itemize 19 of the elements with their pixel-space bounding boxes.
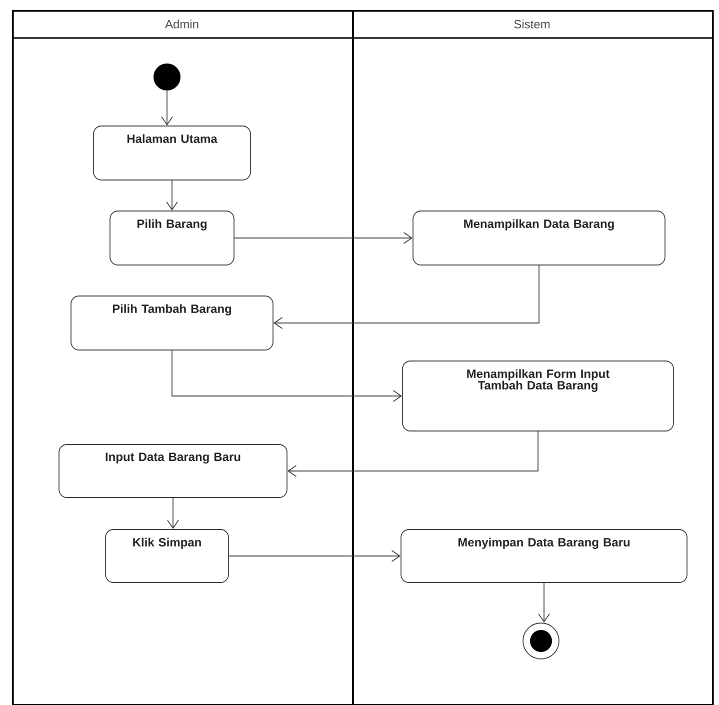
action-box: Pilih Barang	[110, 210, 234, 266]
action-box: Halaman Utama	[93, 126, 251, 180]
action-box: Menampilkan Data Barang	[412, 210, 666, 266]
arrow	[166, 180, 178, 211]
arrow	[167, 498, 179, 530]
arrow	[172, 350, 402, 402]
arrow	[228, 550, 401, 562]
arrow	[273, 265, 540, 329]
arrow	[234, 232, 413, 244]
arrow	[538, 582, 550, 623]
action-box: Input Data Barang Baru	[58, 444, 288, 498]
action-box: Pilih Tambah Barang	[70, 296, 274, 350]
action-box: Menyimpan Data Barang Baru	[400, 529, 688, 583]
end-node	[522, 622, 560, 660]
action-box: Klik Simpan	[105, 529, 229, 583]
start-node	[154, 64, 180, 90]
arrow	[161, 90, 173, 126]
arrow	[287, 431, 538, 477]
action-box: Menampilkan Form Input Tambah Data Barang	[402, 360, 674, 432]
